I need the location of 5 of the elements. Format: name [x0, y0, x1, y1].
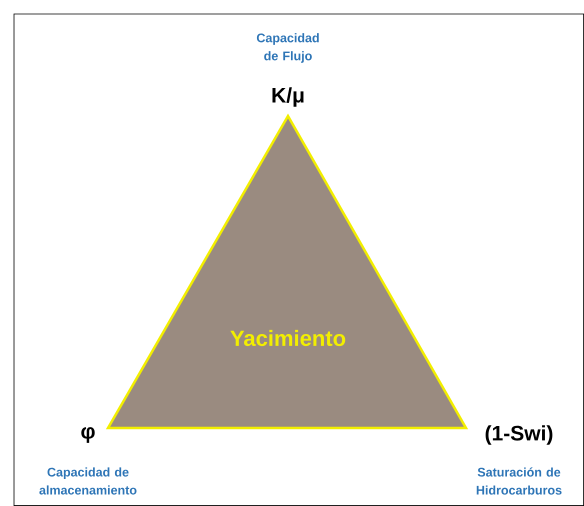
- storage-capacity-label: Capacidad de almacenamiento: [39, 467, 136, 495]
- flow-capacity-label: Capacidad de Flujo: [256, 33, 319, 63]
- saturation-label: Saturación de Hidrocarburos: [476, 467, 562, 495]
- vertex-symbol: (1-Swi): [486, 425, 552, 445]
- vertex-symbol: φ: [81, 427, 95, 443]
